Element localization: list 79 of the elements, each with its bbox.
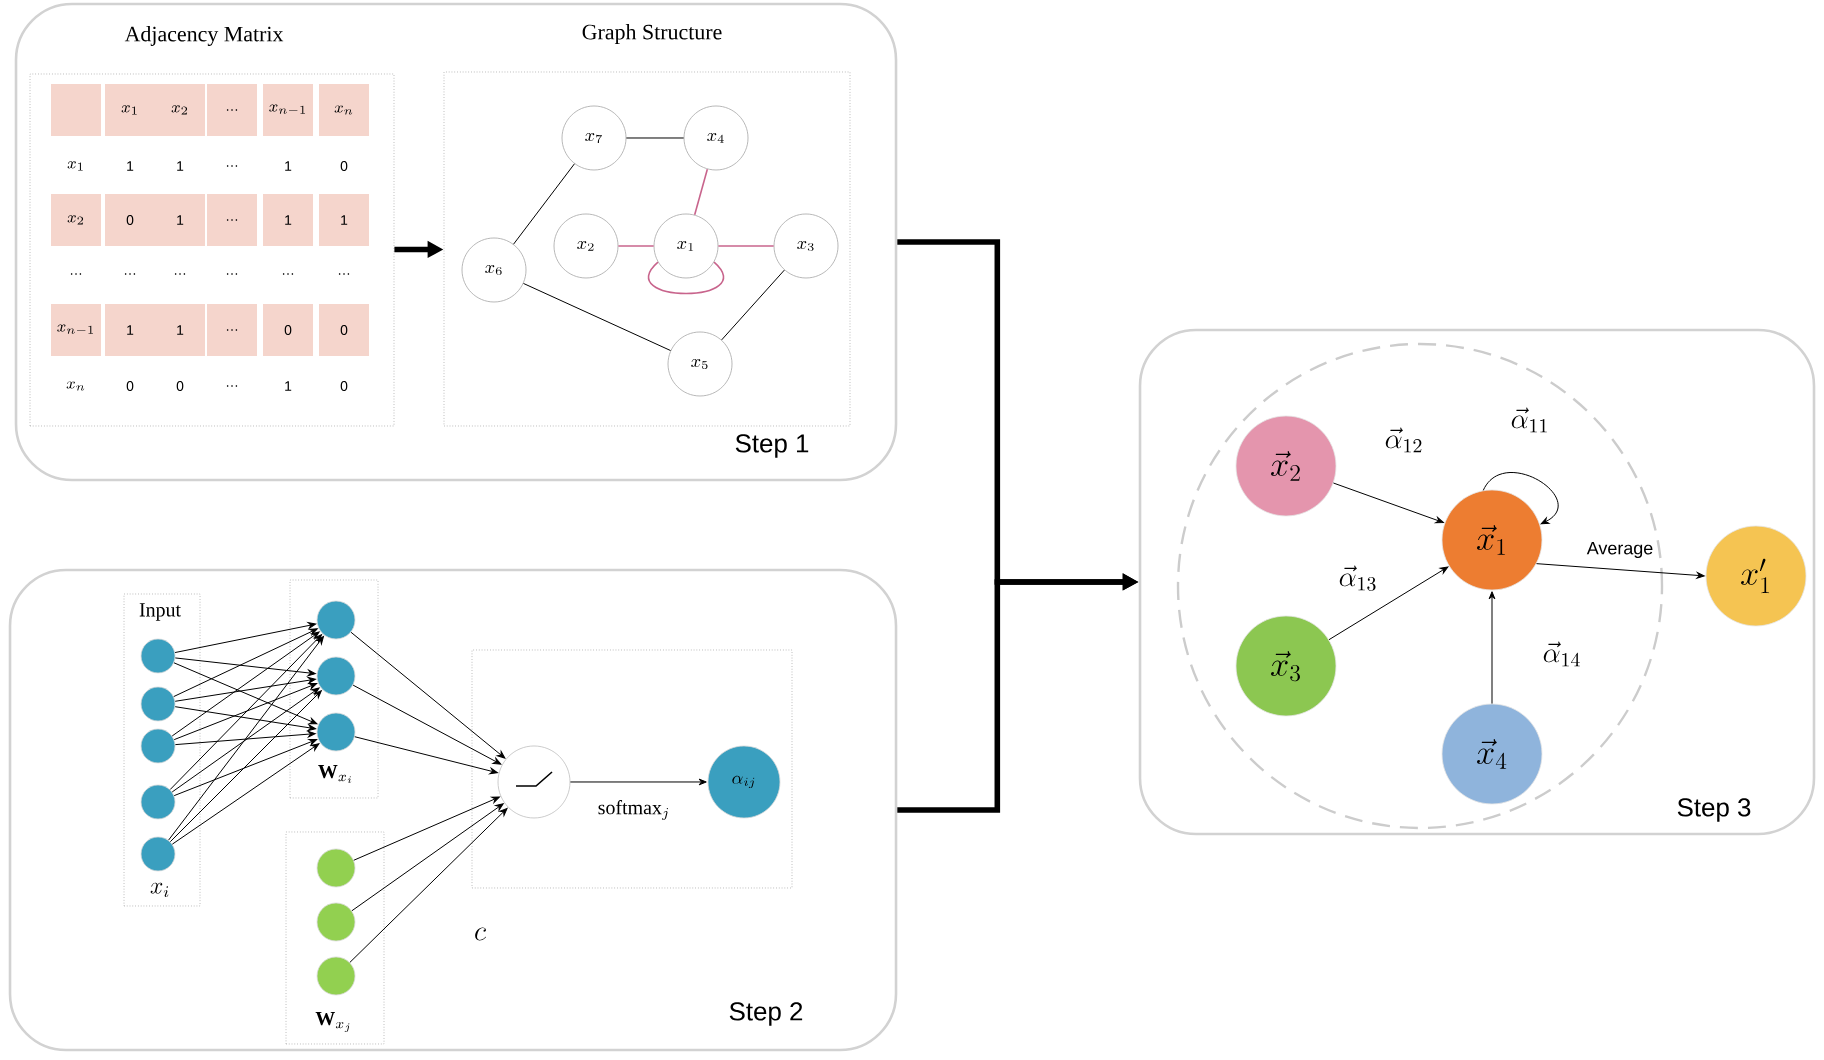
arrow [352,684,502,765]
graph-node: $x_5$ [667,331,733,397]
graph-edge [523,282,672,352]
neuron-circle [316,902,356,942]
activation-circle [497,745,571,819]
graph-node: $x_7$ [561,105,627,171]
arrow [171,687,320,793]
edge-label: $\mathrm{softmax}_j$ [595,798,673,822]
graph-node: $x_6$ [461,237,527,303]
arrow [351,803,504,912]
neuron-circle [140,728,176,764]
graph-edge [648,261,725,295]
matrix-entry: $x_n$ [66,381,85,391]
arrow [1482,472,1559,525]
arrow [171,631,320,737]
graph-edge [617,245,655,247]
graph-edge [693,168,709,216]
dashed-circle [1176,342,1664,830]
arrow [1536,563,1705,579]
graph-node: $x_3$ [773,213,839,279]
graph-edge [513,163,575,245]
arrow [350,631,506,759]
graph-node: $x_2$ [553,213,619,279]
arrow [171,743,320,845]
arrow [173,628,318,698]
arrow [1488,591,1496,705]
graph-edge [717,245,775,247]
edge-label: $\vec{\alpha}_{12}$ [1382,425,1426,455]
arrow [1332,482,1444,524]
arrow [169,634,322,791]
graph-node: $x_4$ [683,105,749,171]
arrow [169,690,322,843]
shaded-cell: $x_n$ [319,84,369,136]
neuron-circle [140,686,176,722]
arrow [173,739,318,797]
graph-edge [721,269,785,341]
arrow [174,622,317,654]
box-label: $\mathbf{W}_{x_j}$ [315,1012,350,1033]
arrow [168,636,324,841]
box-label: $x_i$ [150,882,169,898]
edge-label: Average [1584,539,1656,560]
box-label: $\mathbf{W}_{x_i}$ [318,764,352,784]
edge-label: $\vec{\alpha}_{13}$ [1336,563,1380,593]
shaded-cell: $x_1$ [105,84,155,136]
arrow [173,662,318,725]
arrow [569,778,707,786]
edge-label: $\vec{\alpha}_{11}$ [1508,405,1552,435]
box-title: Adjacency Matrix [124,26,284,46]
shaded-cell: $x_{n-1}$ [51,304,101,356]
step-label: Step 1 [735,434,809,458]
arrow [173,683,318,741]
neuron-circle [316,600,356,640]
shaded-cell: $x_2$ [51,194,101,246]
shaded-cell: $x_{n-1}$ [263,84,313,136]
neuron-circle [316,848,356,888]
neuron-circle [140,836,176,872]
neuron-circle [316,656,356,696]
box-label: $c$ [475,927,486,941]
arrow [354,736,498,775]
step-label: Step 2 [729,1002,803,1026]
edge-label: $\vec{\alpha}_{14}$ [1540,639,1584,669]
neuron-circle [140,784,176,820]
arrow [174,730,316,746]
graph-node: $x_1$ [653,213,719,279]
arrow [1328,566,1449,641]
box-title: Input [139,603,181,621]
step-label: Step 3 [1677,798,1751,822]
neuron-circle [316,712,356,752]
matrix-entry: $x_1$ [67,161,83,171]
neuron-circle [316,956,356,996]
arrow [174,657,316,677]
graph-edge [625,137,685,139]
arrow [174,706,317,731]
neuron-circle [140,638,176,674]
shaded-cell: $x_2$ [155,84,205,136]
arrow [174,677,317,702]
arrow [353,796,500,861]
arrow [349,807,508,963]
box-title: Graph Structure [582,24,722,44]
